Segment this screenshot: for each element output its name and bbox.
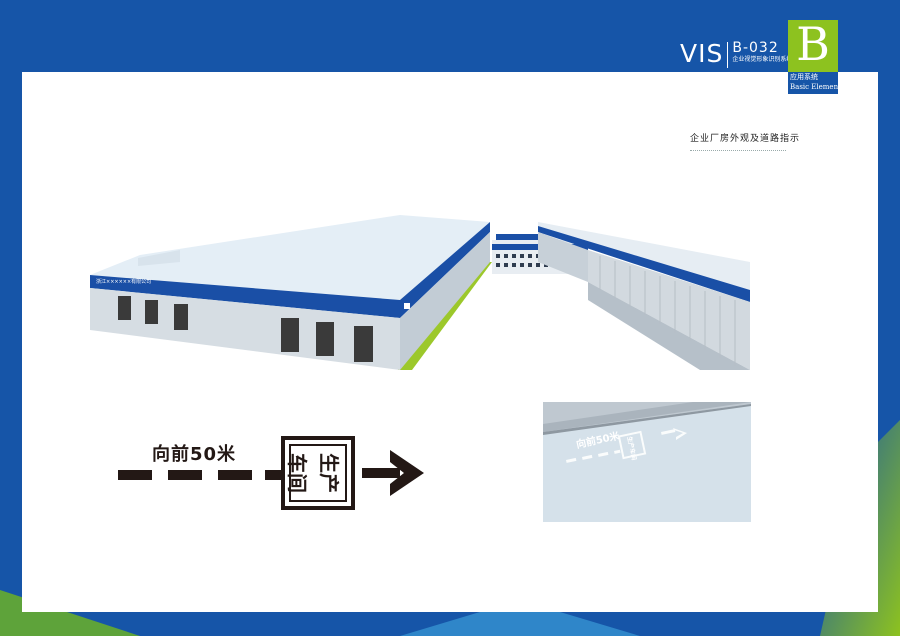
section-badge: B 应用系统 Basic Element [788, 17, 841, 94]
badge-label-cn: 应用系统 [790, 73, 818, 81]
sign-box-inner-frame [289, 444, 347, 502]
sign-dash [118, 470, 152, 480]
factory-illustration: 浙江××××××有限公司 [90, 215, 750, 370]
badge-letter-panel: B [788, 17, 838, 72]
title-underline [690, 150, 786, 151]
sign-dash [265, 470, 281, 480]
header-code-block: B-032 企业视觉形象识别系统 [732, 40, 792, 64]
door [281, 318, 299, 352]
sign-arrow-icon [362, 450, 424, 496]
vis-header: VIS B-032 企业视觉形象识别系统 [680, 40, 792, 70]
sign-box-text-left: 车间 [285, 453, 309, 493]
blue-fascia-right [538, 226, 750, 302]
door [354, 326, 373, 362]
page-title: 企业厂房外观及道路指示 [690, 134, 801, 144]
vis-logo-text: VIS [680, 39, 724, 68]
sign-box-text-right: 生产 [317, 453, 341, 493]
header-divider [727, 42, 729, 68]
badge-label-en: Basic Element [790, 83, 841, 91]
badge-label-panel: 应用系统 Basic Element [788, 72, 841, 94]
photo-direction-text: 向前50米 [575, 429, 622, 451]
door [316, 322, 334, 356]
door [118, 296, 131, 320]
sign-dash [218, 470, 252, 480]
header-subtitle: 企业视觉形象识别系统 [732, 56, 793, 63]
road-photo-mockup: 向前50米 生产车间 [543, 402, 751, 522]
door [145, 300, 158, 324]
door [174, 304, 188, 330]
road-photo-scene: 向前50米 生产车间 [543, 402, 751, 463]
sign-dash [168, 470, 202, 480]
badge-letter: B [796, 17, 830, 71]
sign-workshop-box: 车间 生产 [281, 436, 355, 510]
page-code: B-032 [732, 40, 779, 56]
company-sign-text: 浙江××××××有限公司 [96, 278, 151, 285]
blue-fascia [90, 275, 400, 318]
sign-direction-text: 向前50米 [152, 444, 237, 465]
